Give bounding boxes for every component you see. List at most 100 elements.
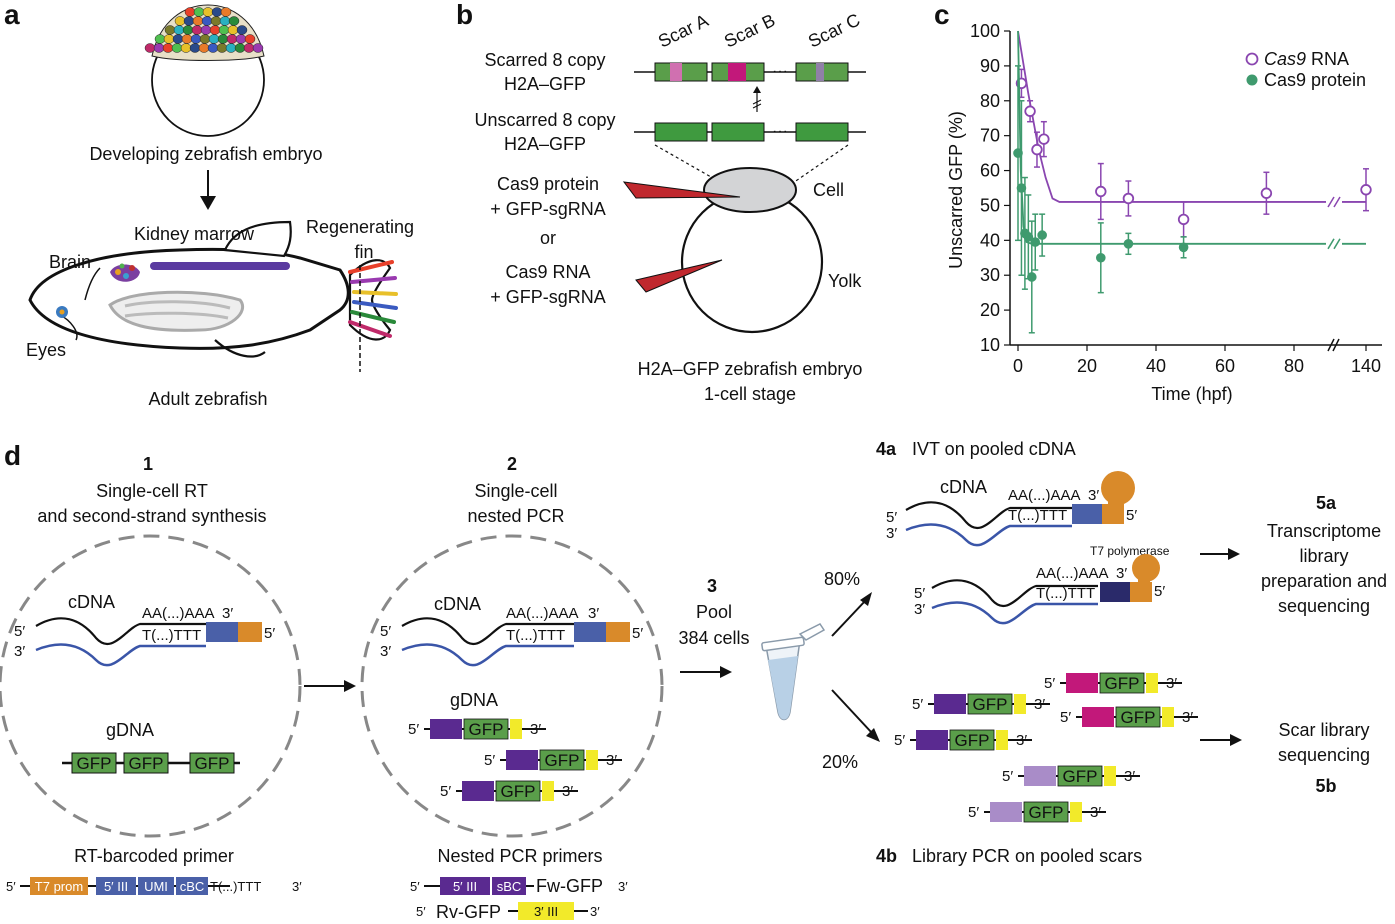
legend-label-protein: Cas9 protein bbox=[1264, 70, 1366, 90]
rt-5iii-block: 5′ III bbox=[104, 879, 128, 894]
cdna1-3prime: 3′ bbox=[14, 643, 25, 660]
legend-label-rna-suffix: RNA bbox=[1306, 49, 1349, 69]
step-1-title-1: Single-cell RT bbox=[96, 481, 208, 501]
embryo-cell bbox=[199, 34, 211, 44]
cbc-block: cBC bbox=[180, 879, 205, 894]
fin-ray bbox=[352, 300, 398, 310]
embryo-cell bbox=[181, 34, 193, 44]
embryo-cell bbox=[171, 43, 183, 53]
amplicon-3prime: 3′ bbox=[530, 721, 541, 738]
cdna1-polya: AA(...)AAA bbox=[142, 605, 215, 622]
x-axis-break bbox=[1327, 338, 1335, 352]
embryo-cell bbox=[173, 25, 185, 35]
x-axis-break bbox=[1332, 338, 1340, 352]
gdna1-gfp-1: GFP bbox=[77, 754, 112, 773]
embryo-cell bbox=[201, 16, 213, 26]
cdna-label-1: cDNA bbox=[68, 592, 115, 612]
legend-label-rna: Cas9 RNA bbox=[1264, 49, 1349, 69]
embryo-cell bbox=[198, 43, 210, 53]
step-5b-line-2: sequencing bbox=[1278, 745, 1370, 765]
gfp-block bbox=[539, 749, 585, 771]
unscarred-dots: ··· bbox=[772, 123, 788, 140]
embryo-cell bbox=[162, 43, 174, 53]
rt-primer-3prime: 3′ bbox=[292, 879, 302, 894]
gdna1-gfp-2: GFP bbox=[129, 754, 164, 773]
amplicon-3prime: 3′ bbox=[1090, 804, 1101, 821]
embryo-cell bbox=[227, 25, 239, 35]
embryo-cell bbox=[208, 34, 220, 44]
fit-line-break bbox=[1333, 238, 1341, 250]
sbc-block: sBC bbox=[497, 879, 522, 894]
adapter-block bbox=[1104, 766, 1116, 786]
step-4b-text: Library PCR on pooled scars bbox=[912, 846, 1142, 866]
gfp-block bbox=[495, 780, 541, 802]
scar-b-label: Scar B bbox=[721, 10, 778, 52]
chart-legend: Cas9 RNA Cas9 protein bbox=[1245, 49, 1366, 90]
step-5a-line-4: sequencing bbox=[1278, 596, 1370, 616]
rv-primer-5prime: 5′ bbox=[416, 904, 426, 919]
amplicon-gfp-label: GFP bbox=[955, 731, 990, 750]
rv-gfp-label: Rv-GFP bbox=[436, 902, 501, 922]
gfp-block bbox=[1099, 672, 1145, 694]
pool-label: Pool bbox=[696, 602, 732, 622]
step-5a-line-1: Transcriptome bbox=[1267, 521, 1381, 541]
brain-label: Brain bbox=[49, 252, 91, 272]
gfp-block bbox=[1023, 801, 1069, 823]
amplicon-gfp-label: GFP bbox=[973, 695, 1008, 714]
data-point-protein bbox=[1096, 252, 1106, 263]
x-tick-label: 0 bbox=[1013, 356, 1023, 376]
data-point-protein bbox=[1016, 183, 1027, 193]
step-4a-number: 4a bbox=[876, 439, 897, 459]
cdna3-5prime: 5′ bbox=[886, 509, 897, 526]
embryo-cell bbox=[190, 34, 202, 44]
step-5a-number: 5a bbox=[1316, 493, 1337, 513]
data-point-protein bbox=[1030, 237, 1041, 247]
t7-polymerase-label: T7 polymerase bbox=[1090, 544, 1170, 558]
embryo-cell bbox=[202, 7, 214, 17]
amplicon-5prime: 5′ bbox=[1044, 675, 1055, 692]
y-tick-label: 80 bbox=[980, 91, 1000, 111]
y-tick-label: 100 bbox=[970, 21, 1000, 41]
step-2-number: 2 bbox=[507, 454, 517, 474]
amplicon-3prime: 3′ bbox=[1016, 732, 1027, 749]
x-tick-label: 60 bbox=[1215, 356, 1235, 376]
injection-needle-rna bbox=[635, 259, 723, 293]
barcode-block bbox=[1066, 673, 1098, 693]
x-tick-label: 40 bbox=[1146, 356, 1166, 376]
adapter-block bbox=[1146, 673, 1158, 693]
embryo-cell bbox=[235, 34, 247, 44]
x-axis-label: Time (hpf) bbox=[1151, 384, 1232, 404]
fin-ray bbox=[350, 310, 396, 324]
embryo-cell bbox=[172, 34, 184, 44]
scar-c-label: Scar C bbox=[805, 10, 863, 52]
amplicon-3prime: 3′ bbox=[606, 752, 617, 769]
rv-primer-3prime: 3′ bbox=[590, 904, 600, 919]
embryo-cell bbox=[243, 43, 255, 53]
step-5b-number: 5b bbox=[1315, 776, 1336, 796]
amplicon-5prime: 5′ bbox=[1002, 768, 1013, 785]
cdna1-polya-3prime: 3′ bbox=[222, 605, 233, 622]
unscarred-construct bbox=[634, 122, 866, 142]
gfp-block bbox=[967, 693, 1013, 715]
cdna4-end-5prime: 5′ bbox=[1154, 583, 1165, 600]
fit-line-break-gap bbox=[1326, 193, 1342, 210]
rt-primer-title: RT-barcoded primer bbox=[74, 846, 234, 866]
barcode-block bbox=[916, 730, 948, 750]
data-point-rna bbox=[1024, 105, 1036, 117]
panel-d-label: d bbox=[4, 440, 21, 471]
cdna4-5prime: 5′ bbox=[914, 585, 925, 602]
amplicon-3prime: 3′ bbox=[562, 783, 573, 800]
step-1-title-2: and second-strand synthesis bbox=[37, 506, 266, 526]
fit-line-break bbox=[1327, 196, 1335, 208]
data-point-rna bbox=[1360, 184, 1372, 196]
embryo-cell bbox=[164, 25, 176, 35]
t7-prom-block: T7 prom bbox=[35, 879, 83, 894]
embryo-caption-1: H2A–GFP zebrafish embryo bbox=[638, 359, 863, 379]
y-tick-label: 70 bbox=[980, 126, 1000, 146]
barcode-block bbox=[430, 719, 462, 739]
embryo-cell bbox=[225, 43, 237, 53]
